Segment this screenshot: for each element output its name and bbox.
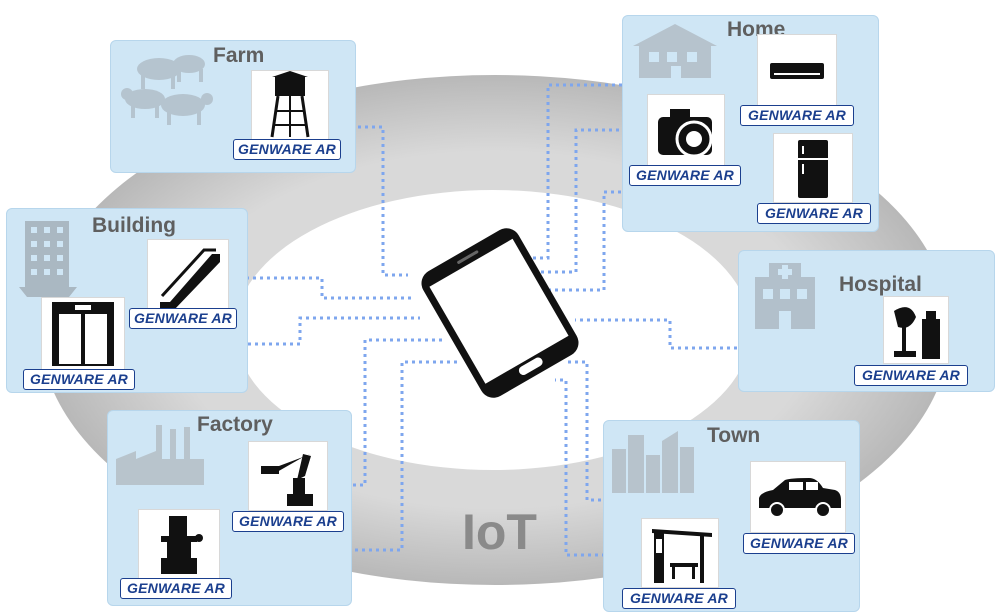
machine-tool-card <box>138 509 220 579</box>
farm-panel: Farm GENWARE AR <box>110 40 356 173</box>
hospital-title: Hospital <box>839 273 922 296</box>
home-panel: Home <box>622 15 879 232</box>
water-tower-icon <box>270 71 310 138</box>
office-building-icon <box>19 221 77 297</box>
connector-farm <box>330 125 408 277</box>
smartphone-icon <box>421 228 579 398</box>
bus-stop-icon <box>652 529 712 583</box>
bus-stop-card <box>641 518 719 588</box>
elevator-card <box>41 297 125 371</box>
genware-badge: GENWARE AR <box>232 511 344 532</box>
car-card <box>750 461 846 533</box>
refrigerator-icon <box>798 140 828 198</box>
connector-town-car <box>568 360 748 502</box>
air-conditioner-icon <box>770 63 824 79</box>
genware-badge: GENWARE AR <box>23 369 135 390</box>
town-panel: Town <box>603 420 860 612</box>
factory-title: Factory <box>197 413 273 436</box>
hospital-panel: Hospital GENWARE <box>738 250 995 392</box>
elevator-icon <box>52 302 114 366</box>
medical-device-icon <box>894 307 940 359</box>
genware-badge: GENWARE AR <box>854 365 968 386</box>
genware-badge: GENWARE AR <box>740 105 854 126</box>
genware-badge: GENWARE AR <box>120 578 232 599</box>
genware-badge: GENWARE AR <box>743 533 855 554</box>
hospital-icon <box>755 263 815 329</box>
iot-label: IoT <box>462 504 537 560</box>
town-title: Town <box>707 424 761 447</box>
escalator-card <box>147 239 229 315</box>
genware-badge: GENWARE AR <box>233 139 341 160</box>
genware-badge: GENWARE AR <box>629 165 741 186</box>
water-tower-card <box>251 70 329 142</box>
machine-tool-icon <box>161 516 203 574</box>
car-icon <box>759 478 841 518</box>
building-title: Building <box>92 214 176 237</box>
connector-building-elevator <box>122 316 420 346</box>
camera-card <box>647 94 725 168</box>
robot-arm-icon <box>261 454 313 506</box>
city-skyline-icon <box>612 431 694 493</box>
connector-factory-machine <box>222 360 458 552</box>
genware-badge: GENWARE AR <box>757 203 871 224</box>
factory-panel: Factory <box>107 410 352 606</box>
medical-device-card <box>883 296 949 364</box>
factory-icon <box>116 425 204 485</box>
genware-badge: GENWARE AR <box>622 588 736 609</box>
cattle-icon <box>121 55 213 125</box>
connector-home-camera <box>513 128 640 274</box>
refrigerator-card <box>773 133 853 203</box>
farm-title: Farm <box>213 44 265 67</box>
connector-building-escalator <box>225 276 415 300</box>
robot-arm-card <box>248 441 328 511</box>
camera-icon <box>658 109 713 158</box>
connector-factory-robot <box>325 338 445 487</box>
air-conditioner-card <box>757 34 837 106</box>
building-panel: Building <box>6 208 248 393</box>
escalator-icon <box>160 248 220 310</box>
house-icon <box>633 24 717 78</box>
genware-badge: GENWARE AR <box>129 308 237 329</box>
